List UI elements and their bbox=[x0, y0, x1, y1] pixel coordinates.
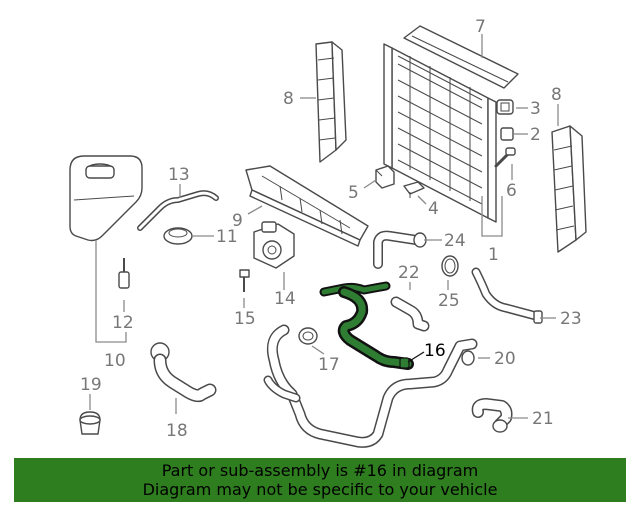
plug-19[interactable] bbox=[79, 411, 101, 435]
callout-25[interactable]: 25 bbox=[438, 291, 460, 311]
callout-3[interactable]: 3 bbox=[530, 99, 541, 119]
radiator[interactable] bbox=[383, 25, 519, 223]
banner-line-disclaimer: Diagram may not be specific to your vehi… bbox=[142, 480, 498, 499]
callout-6[interactable]: 6 bbox=[506, 181, 517, 201]
banner-line-part: Part or sub-assembly is #16 in diagram bbox=[161, 461, 479, 480]
callout-labels: 7 8 8 3 2 6 5 4 9 24 1 11 13 12 10 14 15… bbox=[80, 17, 582, 441]
callout-18[interactable]: 18 bbox=[166, 421, 188, 441]
hose-21[interactable] bbox=[471, 398, 513, 433]
mount-5[interactable] bbox=[375, 165, 395, 189]
callout-5[interactable]: 5 bbox=[348, 183, 359, 203]
callout-21[interactable]: 21 bbox=[532, 409, 554, 429]
callout-2[interactable]: 2 bbox=[530, 125, 541, 145]
info-banner: Part or sub-assembly is #16 in diagram D… bbox=[14, 458, 626, 502]
callout-12[interactable]: 12 bbox=[112, 313, 134, 333]
callout-8-left[interactable]: 8 bbox=[283, 89, 294, 109]
callout-11[interactable]: 11 bbox=[216, 227, 238, 247]
callout-13[interactable]: 13 bbox=[168, 165, 190, 185]
drain-plug-6[interactable] bbox=[494, 147, 516, 168]
seal-25[interactable] bbox=[441, 255, 459, 277]
bracket-3[interactable] bbox=[496, 99, 514, 115]
hose-18[interactable] bbox=[150, 342, 217, 403]
hose-23[interactable] bbox=[471, 267, 543, 324]
hose-22[interactable] bbox=[390, 296, 430, 332]
callout-14[interactable]: 14 bbox=[274, 289, 296, 309]
callout-23[interactable]: 23 bbox=[560, 309, 582, 329]
callout-1[interactable]: 1 bbox=[488, 245, 499, 265]
hose-24[interactable] bbox=[373, 230, 427, 269]
water-pump-14[interactable] bbox=[253, 221, 295, 269]
coolant-reservoir[interactable] bbox=[69, 155, 143, 242]
coolant-hose-16-highlighted[interactable] bbox=[319, 281, 414, 370]
callout-16-highlighted[interactable]: 16 bbox=[424, 341, 446, 361]
callout-20[interactable]: 20 bbox=[494, 349, 516, 369]
callout-17[interactable]: 17 bbox=[318, 355, 340, 375]
cap-11[interactable] bbox=[163, 227, 193, 245]
hose-13[interactable] bbox=[137, 190, 219, 231]
callout-22[interactable]: 22 bbox=[398, 263, 420, 283]
callout-8-right[interactable]: 8 bbox=[551, 85, 562, 105]
clip-2[interactable] bbox=[500, 127, 514, 141]
leader-lines bbox=[89, 34, 559, 419]
mount-4[interactable] bbox=[403, 181, 425, 198]
sensor-12[interactable] bbox=[118, 258, 130, 289]
air-guide-right[interactable] bbox=[551, 125, 587, 253]
lower-hose-assembly[interactable] bbox=[263, 324, 478, 448]
exploded-parts-diagram: 7 8 8 3 2 6 5 4 9 24 1 11 13 12 10 14 15… bbox=[69, 17, 587, 448]
callout-7[interactable]: 7 bbox=[475, 17, 486, 37]
carrier-frame[interactable] bbox=[245, 165, 369, 247]
air-guide-left[interactable] bbox=[315, 41, 347, 163]
callout-4[interactable]: 4 bbox=[428, 199, 439, 219]
callout-24[interactable]: 24 bbox=[444, 231, 466, 251]
callout-19[interactable]: 19 bbox=[80, 375, 102, 395]
callout-9[interactable]: 9 bbox=[232, 211, 243, 231]
clamp-17[interactable] bbox=[298, 327, 318, 345]
callout-15[interactable]: 15 bbox=[234, 309, 256, 329]
bolt-15[interactable] bbox=[239, 269, 250, 292]
callout-10[interactable]: 10 bbox=[104, 351, 126, 371]
